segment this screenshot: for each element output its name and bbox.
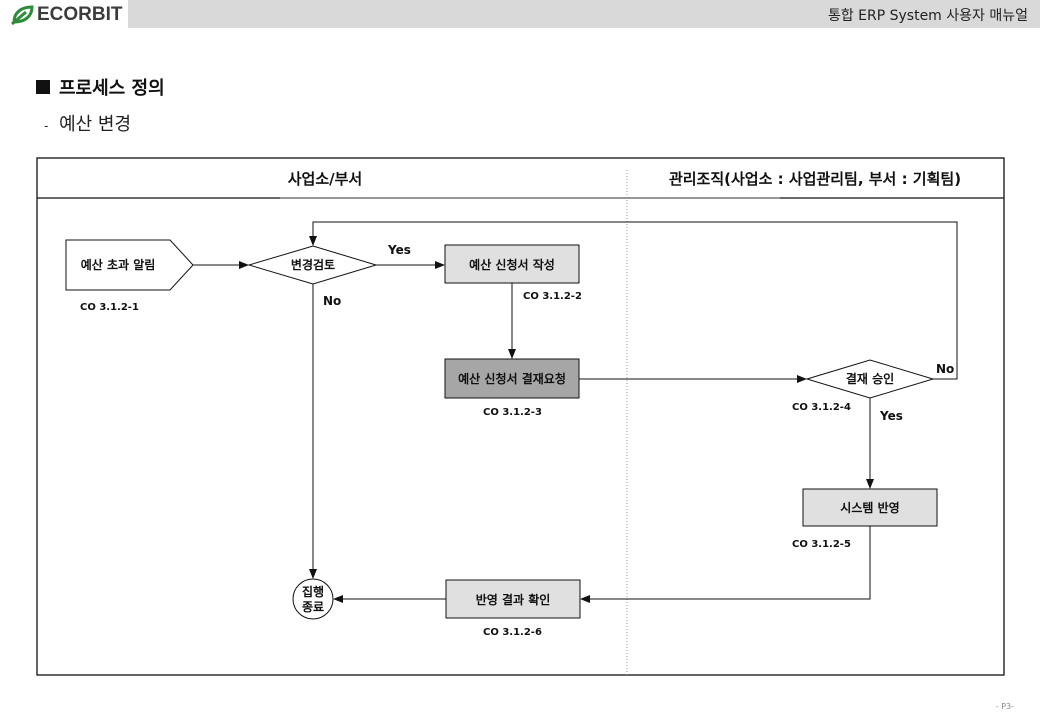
- page-number: - P3-: [995, 702, 1014, 711]
- sub-title-text: 예산 변경: [59, 114, 132, 135]
- node-request-approval[interactable]: 예산 신청서 결재요청: [444, 358, 580, 399]
- swimlane-frame: [36, 157, 1005, 676]
- document-title: 통합 ERP System 사용자 매뉴얼: [827, 8, 1028, 24]
- node-code: CO 3.1.2-5: [792, 539, 851, 550]
- node-code: CO 3.1.2-1: [80, 302, 139, 313]
- node-budget-exceed-alert[interactable]: 예산 초과 알림: [65, 239, 194, 291]
- decision-approval[interactable]: 결재 승인: [805, 359, 935, 399]
- node-label: 반영 결과 확인: [476, 592, 551, 607]
- leaf-icon: [11, 5, 34, 26]
- edge-label-no: No: [323, 294, 341, 308]
- node-code: CO 3.1.2-6: [483, 627, 542, 638]
- header-bar: [128, 0, 1040, 28]
- node-label: 예산 신청서 결재요청: [458, 371, 566, 386]
- decision-label: 결재 승인: [846, 371, 894, 386]
- node-write-budget-request[interactable]: 예산 신청서 작성: [444, 244, 580, 284]
- logo: ECORBIT: [10, 4, 123, 26]
- edge-label-no: No: [936, 362, 954, 376]
- node-label: 예산 신청서 작성: [469, 257, 555, 272]
- sub-title: - 예산 변경: [44, 110, 131, 136]
- logo-text: ECORBIT: [37, 4, 123, 25]
- decision-label: 변경검토: [291, 257, 335, 272]
- lane-header-department: 사업소/부서: [288, 170, 362, 188]
- node-code: CO 3.1.2-4: [792, 402, 851, 413]
- square-bullet-icon: [36, 80, 50, 94]
- node-system-apply[interactable]: 시스템 반영: [802, 488, 938, 527]
- node-confirm-result[interactable]: 반영 결과 확인: [445, 579, 581, 619]
- edge-approval-no: [309, 221, 958, 380]
- end-label-line2: 종료: [302, 600, 324, 614]
- edge-label-yes: Yes: [879, 409, 903, 423]
- end-label-line1: 집행: [302, 584, 324, 599]
- section-title: 프로세스 정의: [36, 74, 165, 100]
- node-label: 예산 초과 알림: [81, 257, 156, 272]
- lane-header-management: 관리조직(사업소 : 사업관리팀, 부서 : 기획팀): [669, 170, 961, 188]
- node-code: CO 3.1.2-3: [483, 407, 542, 418]
- node-label: 시스템 반영: [840, 500, 899, 515]
- section-title-text: 프로세스 정의: [59, 78, 165, 99]
- decision-change-review[interactable]: 변경검토: [247, 245, 378, 285]
- node-code: CO 3.1.2-2: [523, 291, 582, 302]
- node-execution-end[interactable]: 집행 종료: [292, 578, 334, 620]
- edge-label-yes: Yes: [387, 243, 411, 257]
- edge-apply-to-confirm: [580, 526, 871, 603]
- dash-bullet: -: [44, 119, 49, 133]
